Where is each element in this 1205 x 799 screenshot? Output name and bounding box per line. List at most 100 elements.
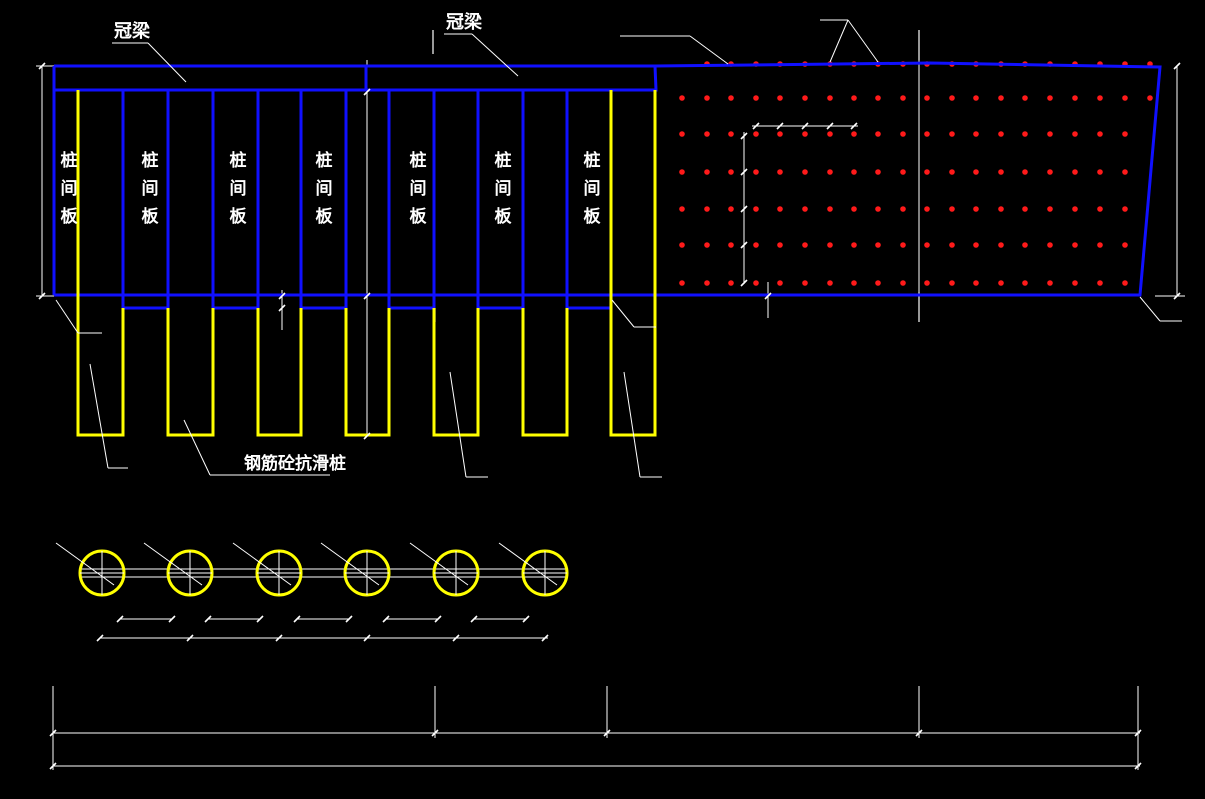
anchor-dot bbox=[1047, 131, 1053, 137]
dimension-tick bbox=[278, 304, 286, 312]
anchor-dot bbox=[728, 95, 734, 101]
dimension-tick bbox=[826, 122, 834, 130]
dimension-tick bbox=[363, 634, 371, 642]
dimension-tick bbox=[850, 122, 858, 130]
dimension-tick bbox=[740, 279, 748, 287]
anchor-dot bbox=[1097, 242, 1103, 248]
panel-label-char: 板 bbox=[142, 206, 160, 227]
anchor-dot bbox=[1047, 95, 1053, 101]
dimension-tick bbox=[275, 634, 283, 642]
anchor-dot bbox=[777, 131, 783, 137]
dimension-tick bbox=[204, 615, 212, 623]
panel-label-char: 间 bbox=[316, 178, 333, 199]
anchor-dot bbox=[753, 280, 759, 286]
panel-label-char: 板 bbox=[230, 206, 248, 227]
anchor-dot bbox=[851, 169, 857, 175]
anchor-dot bbox=[827, 131, 833, 137]
vertical-dimension-center bbox=[362, 60, 372, 437]
dimension-tick bbox=[752, 122, 760, 130]
anchor-dot bbox=[704, 95, 710, 101]
panel-label-char: 桩 bbox=[410, 150, 427, 171]
pile-circle bbox=[320, 542, 391, 597]
anchor-dot bbox=[900, 206, 906, 212]
anchor-dot bbox=[973, 206, 979, 212]
anchor-dot bbox=[1122, 280, 1128, 286]
dimension-tick bbox=[431, 729, 439, 737]
panel-label-char: 间 bbox=[584, 178, 601, 199]
dimension-tick bbox=[764, 292, 772, 300]
dimension-tick bbox=[801, 122, 809, 130]
anchor-dot bbox=[1047, 242, 1053, 248]
dimension-tick bbox=[293, 615, 301, 623]
dimension-tick bbox=[186, 634, 194, 642]
pile-panels-frame bbox=[52, 90, 768, 297]
anchor-dot bbox=[802, 206, 808, 212]
anchor-dot bbox=[998, 206, 1004, 212]
pile-circle bbox=[55, 542, 126, 597]
anchor-dot bbox=[1122, 206, 1128, 212]
anchor-dot bbox=[924, 280, 930, 286]
dimension-tick bbox=[38, 292, 46, 300]
anchor-dot bbox=[1022, 206, 1028, 212]
anchor-dot bbox=[753, 242, 759, 248]
dimension-tick bbox=[470, 615, 478, 623]
dimension-tick bbox=[49, 762, 57, 770]
anchor-dot bbox=[753, 169, 759, 175]
panel-label-char: 间 bbox=[142, 178, 159, 199]
dimension-tick bbox=[452, 634, 460, 642]
anchor-dot bbox=[777, 95, 783, 101]
anchor-dot bbox=[973, 131, 979, 137]
dimension-tick bbox=[382, 615, 390, 623]
anchor-dot bbox=[679, 242, 685, 248]
dimension-tick bbox=[363, 292, 371, 300]
anchor-dot bbox=[851, 242, 857, 248]
panel-label-char: 板 bbox=[495, 206, 513, 227]
crown-beam-label-right: 冠梁 bbox=[446, 11, 483, 33]
anchor-dot bbox=[704, 206, 710, 212]
anchor-dot bbox=[827, 280, 833, 286]
anchor-dot bbox=[1022, 131, 1028, 137]
anchor-dot bbox=[973, 242, 979, 248]
anchor-dot bbox=[875, 242, 881, 248]
vertical-dimension-left bbox=[36, 65, 54, 297]
anchor-dot bbox=[827, 242, 833, 248]
anchor-dot bbox=[998, 95, 1004, 101]
pile-circle bbox=[409, 542, 480, 597]
anchor-dot bbox=[924, 242, 930, 248]
anchor-dot bbox=[851, 95, 857, 101]
anchor-dot bbox=[851, 206, 857, 212]
anchor-dot bbox=[924, 95, 930, 101]
anchor-dot bbox=[1122, 242, 1128, 248]
anchor-dot bbox=[1122, 95, 1128, 101]
anchor-dot bbox=[1122, 131, 1128, 137]
anchor-dot bbox=[973, 169, 979, 175]
anchor-dot bbox=[1072, 206, 1078, 212]
anchor-dot bbox=[1047, 280, 1053, 286]
panel-label-char: 桩 bbox=[495, 150, 512, 171]
panel-label-char: 板 bbox=[584, 206, 602, 227]
panel-label-char: 间 bbox=[410, 178, 427, 199]
pile-plan-view bbox=[55, 542, 569, 597]
anchor-dot bbox=[1022, 280, 1028, 286]
dimension-tick bbox=[1173, 292, 1181, 300]
anchor-dot bbox=[679, 131, 685, 137]
anchor-dot bbox=[679, 169, 685, 175]
anchor-dot bbox=[802, 169, 808, 175]
panel-label-char: 间 bbox=[61, 178, 78, 199]
anchor-dot bbox=[973, 280, 979, 286]
anchor-dot bbox=[900, 242, 906, 248]
dimension-tick bbox=[116, 615, 124, 623]
anchor-dot bbox=[949, 206, 955, 212]
dimension-tick bbox=[49, 729, 57, 737]
anchor-dot bbox=[900, 131, 906, 137]
panel-label-char: 桩 bbox=[61, 150, 78, 171]
anchor-dot bbox=[802, 131, 808, 137]
panel-label-char: 桩 bbox=[316, 150, 333, 171]
anchor-dot bbox=[924, 169, 930, 175]
dimension-tick bbox=[434, 615, 442, 623]
anchor-dot bbox=[900, 169, 906, 175]
dimension-tick bbox=[363, 432, 371, 440]
anchor-dot bbox=[973, 95, 979, 101]
anchor-dot bbox=[704, 169, 710, 175]
